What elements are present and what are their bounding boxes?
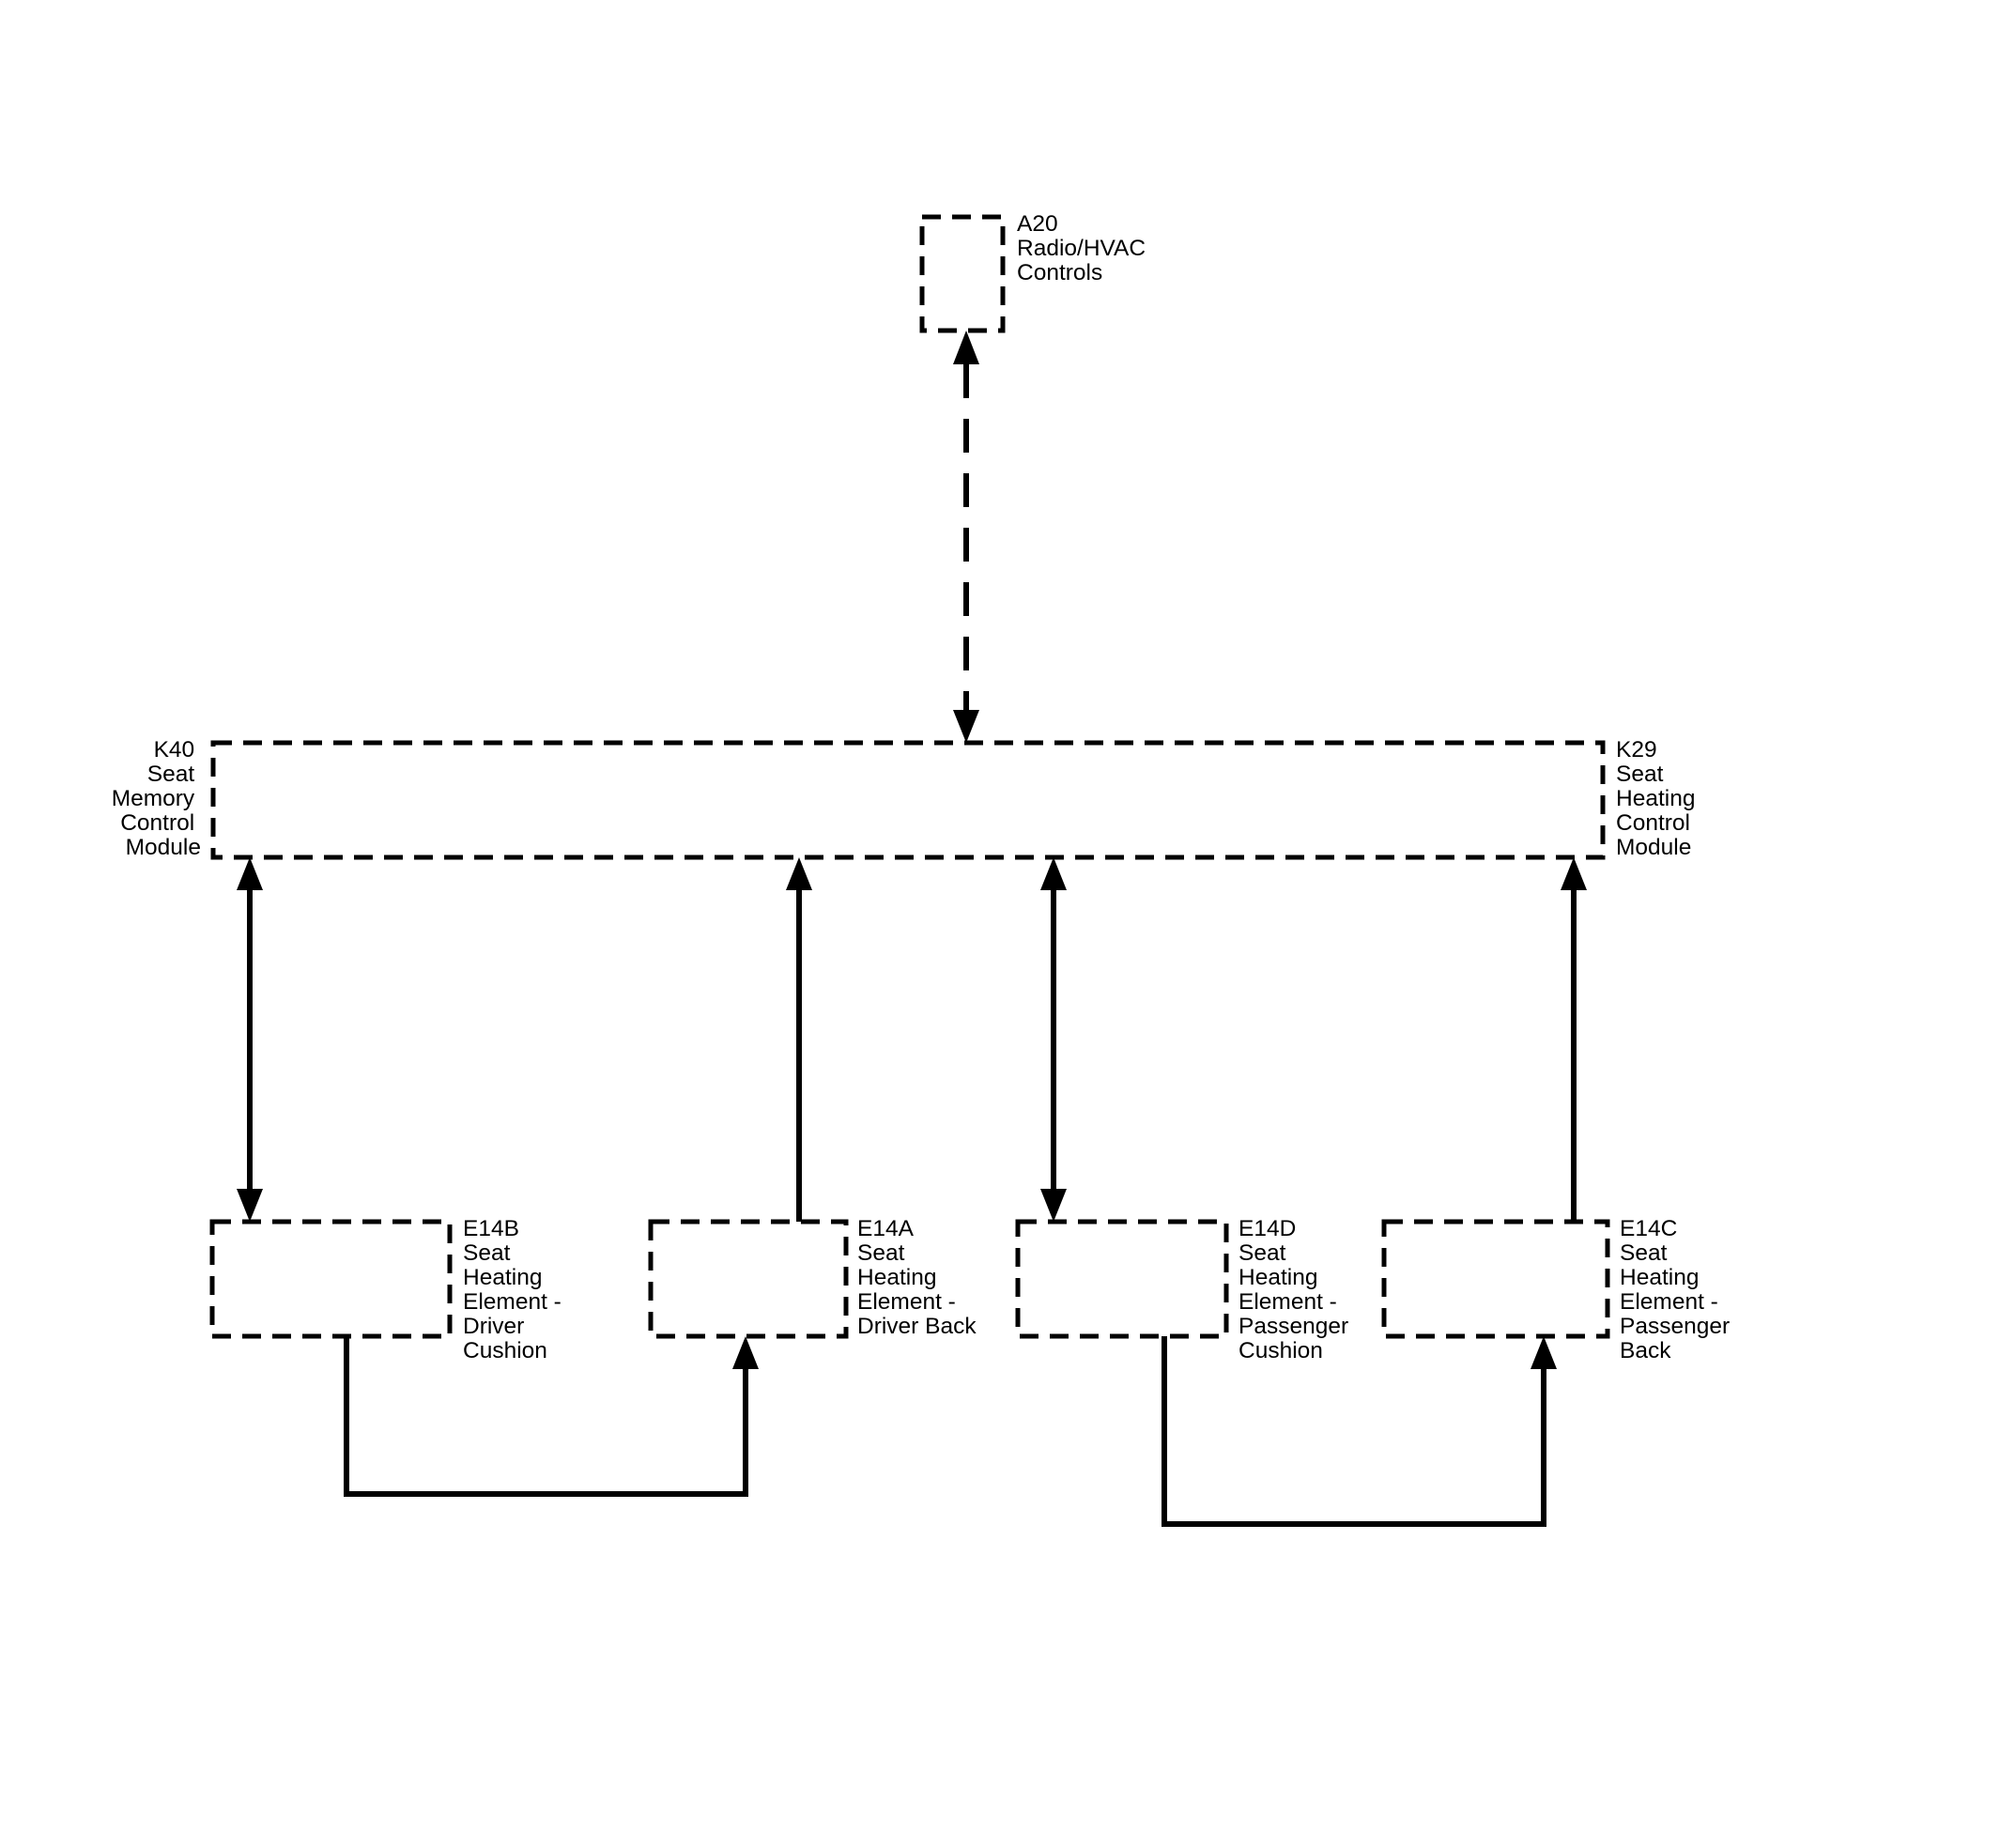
arrow-up-icon (237, 857, 263, 890)
arrow-down-icon (237, 1189, 263, 1222)
k29-label-line: K29 (1616, 737, 1657, 762)
e14c-label-line: Seat (1620, 1240, 1668, 1266)
e14b-label-line: Cushion (463, 1338, 547, 1363)
e14a-label-line: Seat (857, 1240, 905, 1266)
e14b-label-line: Driver (463, 1314, 524, 1339)
k29-label: K29 Seat Heating Control Module (1616, 737, 1701, 860)
e14d-label-line: Seat (1238, 1240, 1286, 1266)
a20-to-module-wire (953, 331, 979, 743)
e14d-label: E14D Seat Heating Element - Passenger Cu… (1238, 1216, 1355, 1363)
k29-label-line: Control (1616, 810, 1690, 836)
e14d-label-line: Cushion (1238, 1338, 1323, 1363)
e14b-label-line: Element - (463, 1289, 562, 1315)
arrow-down-icon (1040, 1189, 1067, 1222)
a20-label: A20 Radio/HVAC Controls (1017, 211, 1152, 285)
k40-label-line: K40 (154, 737, 195, 762)
e14d-passenger-cushion-box (1015, 1219, 1229, 1339)
e14d-to-e14c-wire (1162, 1336, 1557, 1527)
e14d-label-line: Element - (1238, 1289, 1337, 1315)
e14c-label-line: Passenger (1620, 1314, 1730, 1339)
e14a-label-line: Element - (857, 1289, 956, 1315)
k40-label-line: Memory (112, 786, 195, 811)
e14c-passenger-back-box (1381, 1219, 1610, 1339)
e14d-e14c-polyline (1162, 1336, 1546, 1527)
k29-label-line: Heating (1616, 786, 1695, 811)
e14c-label-line: Heating (1620, 1265, 1699, 1290)
k40-label-line: Module (126, 835, 201, 860)
e14a-label-line: E14A (857, 1216, 915, 1241)
e14a-label-line: Driver Back (857, 1314, 977, 1339)
e14d-label-line: E14D (1238, 1216, 1296, 1241)
module-to-e14d-wire (1040, 857, 1067, 1222)
k29-label-line: Module (1616, 835, 1691, 860)
e14b-to-e14a-wire (344, 1336, 759, 1497)
e14b-label-line: Seat (463, 1240, 511, 1266)
e14b-driver-cushion-box (209, 1219, 453, 1339)
e14c-label-line: Element - (1620, 1289, 1718, 1315)
e14c-label: E14C Seat Heating Element - Passenger Ba… (1620, 1216, 1736, 1363)
e14b-label-line: Heating (463, 1265, 542, 1290)
e14d-label-line: Heating (1238, 1265, 1317, 1290)
k40-k29-control-module-box (210, 740, 1606, 860)
e14b-label: E14B Seat Heating Element - Driver Cushi… (463, 1216, 568, 1363)
arrow-up-icon (953, 331, 979, 364)
arrow-up-icon (732, 1336, 759, 1369)
e14a-label: E14A Seat Heating Element - Driver Back (857, 1216, 977, 1339)
k40-label-line: Control (120, 810, 194, 836)
k40-label-line: Seat (147, 762, 195, 787)
a20-label-line: Radio/HVAC (1017, 236, 1146, 261)
e14c-label-line: Back (1620, 1338, 1671, 1363)
e14c-label-line: E14C (1620, 1216, 1677, 1241)
arrow-up-icon (1531, 1336, 1557, 1369)
arrow-up-icon (786, 857, 812, 890)
e14b-e14a-polyline (344, 1336, 748, 1497)
e14d-label-line: Passenger (1238, 1314, 1348, 1339)
a20-label-line: A20 (1017, 211, 1058, 237)
e14c-to-k29-wire (1561, 857, 1587, 1222)
arrow-up-icon (1040, 857, 1067, 890)
arrow-up-icon (1561, 857, 1587, 890)
e14a-driver-back-box (648, 1219, 849, 1339)
e14a-to-module-wire (786, 857, 812, 1222)
e14a-label-line: Heating (857, 1265, 936, 1290)
k40-to-e14b-wire (237, 857, 263, 1222)
arrow-down-icon (953, 710, 979, 743)
k29-label-line: Seat (1616, 762, 1664, 787)
e14b-label-line: E14B (463, 1216, 519, 1241)
a20-radio-hvac-controls-box (919, 214, 1006, 333)
k40-label: K40 Seat Memory Control Module (112, 737, 201, 860)
a20-label-line: Controls (1017, 260, 1102, 285)
